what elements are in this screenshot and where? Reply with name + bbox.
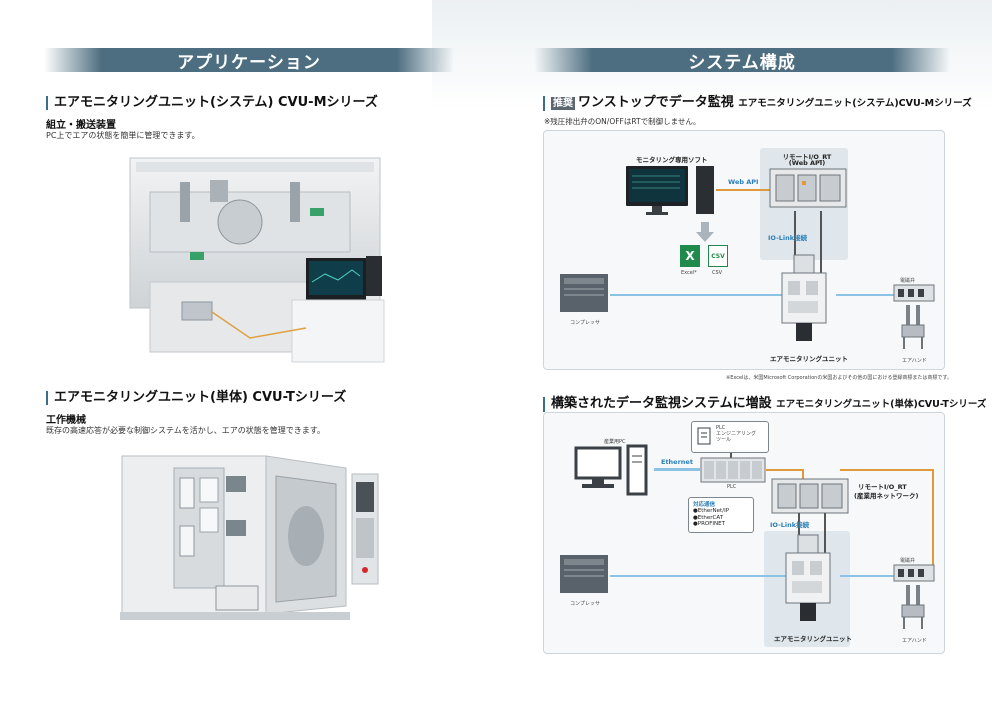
label-remote-io: リモートI/O_RT xyxy=(782,153,832,161)
section-title-one-stop-sub: エアモニタリングユニット(システム)CVU-Mシリーズ xyxy=(738,98,972,109)
io-link-line-b xyxy=(820,211,822,307)
label-compressor-2: コンプレッサ xyxy=(570,601,600,607)
excel-icon: X xyxy=(680,245,700,267)
section-title-expansion-sub: エアモニタリングユニット(単体)CVU-Tシリーズ xyxy=(776,399,987,410)
label-air-monitoring-unit-2: エアモニタリングユニット xyxy=(774,635,852,643)
label-ethernet: Ethernet xyxy=(661,458,693,466)
label-web-api: Web API xyxy=(728,178,759,186)
io-link-line-a xyxy=(794,211,796,261)
label-plc: PLC xyxy=(727,484,737,490)
machine-tool-image xyxy=(120,455,379,620)
diagram-one-stop: モニタリング専用ソフト リモートI/O_RT (Web API) Web API xyxy=(543,130,945,370)
label-remote-io-webapi: (Web API) xyxy=(788,159,826,167)
solenoid-valve-2-icon xyxy=(893,564,935,629)
arrow-down-icon xyxy=(696,222,714,242)
air-monitoring-unit-icon xyxy=(781,254,827,341)
label-remote-io-2: リモートI/O_RT xyxy=(858,483,907,491)
label-plc-tool: PLC エンジニアリング ツール xyxy=(716,425,757,443)
subhead-machine-tool: 工作機械 xyxy=(46,415,86,426)
io-link-line-d xyxy=(824,513,826,581)
solenoid-valve-icon xyxy=(893,284,935,349)
section-title-one-stop-main: ワンストップでデータ監視 xyxy=(578,95,734,110)
air-line-left xyxy=(610,294,790,296)
label-io-link-2: IO-Link接続 xyxy=(770,521,810,529)
footnote-excel-trademark: ※Excelは、米国Microsoft Corporationの米国およびその他… xyxy=(726,375,952,381)
compressor-2-icon xyxy=(560,555,608,593)
monitor-icon xyxy=(626,166,714,215)
network-line-a xyxy=(766,469,802,471)
remote-io-device-2-icon xyxy=(771,478,849,514)
label-solenoid-valve: 電磁弁 xyxy=(900,278,916,284)
notebook-icon xyxy=(697,427,711,445)
section-title-expansion-main: 構築されたデータ監視システムに増設 xyxy=(551,396,772,411)
ethernet-line xyxy=(654,468,700,471)
desc-machine-tool: 既存の高速応答が必要な制御システムを活かし、エアの状態を管理できます。 xyxy=(46,426,325,435)
label-csv: CSV xyxy=(712,270,723,276)
label-io-link: IO-Link接続 xyxy=(768,234,808,242)
industrial-pc-icon xyxy=(574,444,648,496)
section-title-expansion: 構築されたデータ監視システムに増設 エアモニタリングユニット(単体)CVU-Tシ… xyxy=(543,397,986,412)
network-line-c xyxy=(840,469,932,471)
protocol-item: ●EtherCAT xyxy=(693,514,724,521)
protocol-item: ●EtherNet/IP xyxy=(693,508,730,514)
recommended-tag: 推奨 xyxy=(551,97,575,110)
remote-io-device-icon xyxy=(769,168,847,208)
label-air-hand-2: エアハンド xyxy=(902,638,927,644)
network-line-d xyxy=(932,469,934,581)
section-title-cvu-t: エアモニタリングユニット(単体) CVU-Tシリーズ xyxy=(46,391,346,405)
section-title-one-stop: 推奨ワンストップでデータ監視 エアモニタリングユニット(システム)CVU-Mシリ… xyxy=(543,96,972,111)
air-line-right-2 xyxy=(840,575,894,577)
protocol-item: ●PROFINET xyxy=(693,521,726,527)
air-line-left-2 xyxy=(610,575,794,577)
diagram-expansion: 産業用PC PLC エンジニアリング ツール Ethernet xyxy=(543,412,945,654)
label-industrial-pc: 産業用PC xyxy=(604,439,626,445)
plc-icon xyxy=(700,457,766,483)
protocols-box: 対応通信 ●EtherNet/IP ●EtherCAT ●PROFINET xyxy=(688,497,754,533)
label-industrial-network: (産業用ネットワーク) xyxy=(854,492,919,500)
label-solenoid-valve-2: 電磁弁 xyxy=(900,558,916,564)
subhead-assembly: 組立・搬送装置 xyxy=(46,120,116,131)
applications-banner: アプリケーション xyxy=(44,48,454,73)
label-protocols-title: 対応通信 xyxy=(693,502,716,508)
io-link-line-c xyxy=(798,513,800,543)
label-excel: Excel* xyxy=(681,270,697,276)
label-monitoring-software: モニタリング専用ソフト xyxy=(636,156,708,164)
label-air-monitoring-unit: エアモニタリングユニット xyxy=(770,355,848,363)
label-air-hand: エアハンド xyxy=(902,358,927,364)
air-line-right xyxy=(836,294,894,296)
desc-assembly: PC上でエアの状態を簡単に管理できます。 xyxy=(46,131,200,140)
note-exhaust-valve: ※残圧排出弁のON/OFFはRTで制御しません。 xyxy=(544,117,701,126)
compressor-icon xyxy=(560,274,608,312)
csv-icon: CSV xyxy=(708,245,728,267)
assembly-machine-image xyxy=(129,157,385,363)
system-config-banner: システム構成 xyxy=(534,48,950,73)
air-monitoring-unit-2-icon xyxy=(785,534,831,621)
network-line-b xyxy=(802,469,804,483)
label-compressor: コンプレッサ xyxy=(570,320,600,326)
section-title-cvu-m: エアモニタリングユニット(システム) CVU-Mシリーズ xyxy=(46,96,378,110)
web-api-line xyxy=(716,189,774,191)
